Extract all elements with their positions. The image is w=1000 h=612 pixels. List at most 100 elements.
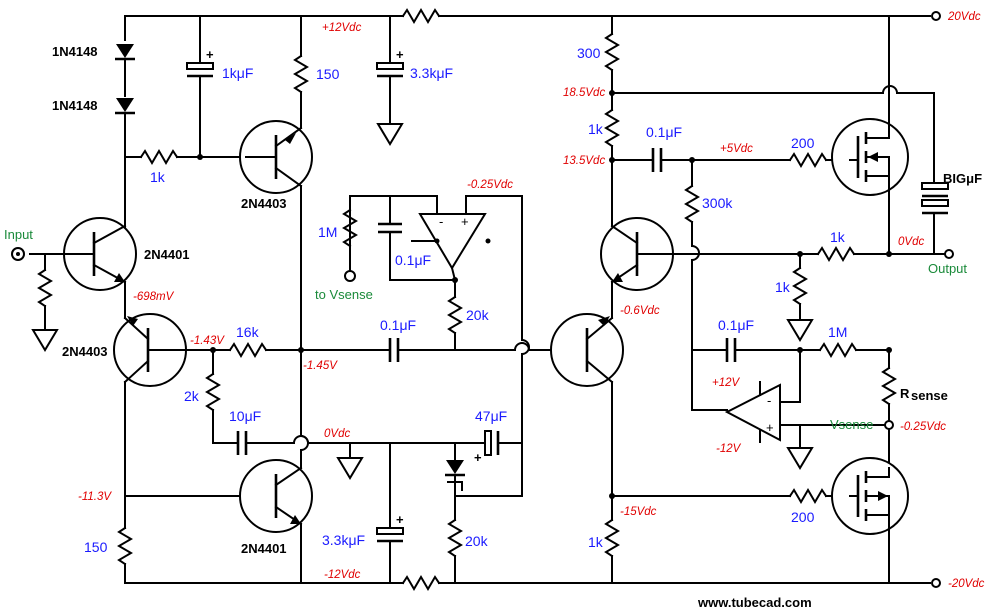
label-c1: 1kμF — [222, 65, 253, 81]
top-rail — [124, 8, 931, 24]
label-d1: 1N4148 — [52, 44, 98, 59]
mosfet-bottom — [831, 457, 909, 535]
transistor-q4 — [239, 459, 313, 533]
label-r1k-bot: 1k — [588, 534, 604, 550]
label-c10: BIGμF — [943, 171, 982, 186]
opamp-right — [724, 383, 781, 442]
resistor-1M-left — [342, 208, 358, 248]
label-vm025b: -0.25Vdc — [900, 421, 946, 433]
label-c3: 0.1μF — [395, 252, 431, 268]
bottom-rail — [124, 575, 931, 591]
resistor-input — [37, 268, 53, 308]
terminal-20v[interactable] — [931, 11, 941, 21]
output-terminal[interactable] — [944, 249, 954, 259]
label-r300: 300 — [577, 45, 601, 61]
resistor-16k — [228, 342, 268, 358]
label-q3: 2N4403 — [62, 344, 108, 359]
vsense-node-right[interactable] — [884, 420, 894, 430]
label-vm113: -11.3V — [78, 491, 112, 503]
label-r1M-left: 1M — [318, 224, 337, 240]
label-r1M-right: 1M — [828, 324, 847, 340]
label-d2: 1N4148 — [52, 98, 98, 113]
label-v185: 18.5Vdc — [563, 87, 605, 99]
label-r20k-b: 20k — [465, 533, 489, 549]
label-input: Input — [4, 227, 33, 242]
label-q1: 2N4401 — [144, 247, 190, 262]
label-vm15: -15Vdc — [620, 506, 657, 518]
ground-center — [336, 457, 364, 480]
label-v0out: 0Vdc — [898, 236, 924, 248]
label-c5: 10μF — [229, 408, 261, 424]
label-c9: 0.1μF — [718, 317, 754, 333]
svg-text:+: + — [396, 512, 404, 527]
ground-cap-top — [376, 123, 404, 146]
opamp-right-plus: + — [766, 420, 774, 435]
resistor-1k-bottom — [604, 518, 620, 558]
resistor-1k-mid — [604, 108, 620, 148]
label-q4: 2N4401 — [241, 541, 287, 556]
resistor-1M-right — [818, 342, 858, 358]
svg-text:+: + — [474, 450, 482, 465]
label-vm06: -0.6Vdc — [620, 305, 660, 317]
label-v135: 13.5Vdc — [563, 155, 605, 167]
opamp-right-minus: - — [767, 393, 771, 408]
resistor-300k — [684, 184, 700, 224]
label-r200b: 200 — [791, 509, 815, 525]
label-r1k-top: 1k — [150, 169, 166, 185]
resistor-20k-bottom — [447, 518, 463, 558]
label-q2: 2N4403 — [241, 196, 287, 211]
label-r150b: 150 — [84, 539, 108, 555]
resistor-150-top — [293, 54, 309, 94]
ground-input — [31, 329, 59, 352]
vsense-node-left[interactable] — [344, 270, 356, 282]
label-vm145: -1.45V — [303, 360, 338, 372]
ground-right-lower — [786, 447, 814, 470]
diode-d2 — [115, 98, 135, 115]
terminal-neg20v[interactable] — [931, 578, 941, 588]
label-v5: +5Vdc — [720, 143, 753, 155]
resistor-1k-out — [816, 246, 856, 262]
svg-text:+: + — [396, 47, 404, 62]
label-r1k-mid: 1k — [588, 121, 604, 137]
label-c4: 0.1μF — [380, 317, 416, 333]
label-c6: 47μF — [475, 408, 507, 424]
mosfet-top — [831, 118, 909, 196]
resistor-20k-top — [447, 295, 463, 335]
label-c7: 3.3kμF — [322, 532, 365, 548]
opamp-left-plus: + — [461, 214, 469, 229]
label-r16k: 16k — [236, 324, 260, 340]
label-website: www.tubecad.com — [697, 595, 812, 610]
label-r1k-sense: 1k — [775, 279, 791, 295]
ground-right-upper — [786, 319, 814, 342]
label-r20k-a: 20k — [466, 307, 490, 323]
resistor-rsense — [881, 366, 897, 406]
label-output: Output — [928, 261, 967, 276]
resistor-1k-sense — [792, 266, 808, 306]
label-c8: 0.1μF — [646, 124, 682, 140]
label-rail-neg20v: -20Vdc — [948, 578, 985, 590]
label-r200a: 200 — [791, 135, 815, 151]
label-rsense-sub: sense — [911, 388, 948, 403]
opamp-left-minus: - — [439, 214, 443, 229]
transistor-q6 — [550, 313, 624, 387]
label-oa-neg: -12V — [716, 443, 742, 455]
resistor-200-top — [788, 152, 828, 168]
label-v12: +12Vdc — [322, 22, 362, 34]
resistor-150-bottom — [117, 526, 133, 566]
label-to-vsense: to Vsense — [315, 287, 373, 302]
label-vm025a: -0.25Vdc — [467, 179, 513, 191]
label-vsense: Vsense — [830, 417, 873, 432]
resistor-300 — [604, 32, 620, 72]
resistor-200-bottom — [788, 488, 828, 504]
label-r2k: 2k — [184, 388, 200, 404]
resistor-2k — [205, 372, 221, 412]
label-c2: 3.3kμF — [410, 65, 453, 81]
label-rail-20v: 20Vdc — [947, 11, 981, 23]
svg-text:+: + — [206, 47, 214, 62]
label-vm143: -1.43V — [190, 335, 225, 347]
label-v0a: 0Vdc — [324, 428, 350, 440]
label-r1k-out: 1k — [830, 229, 846, 245]
label-oa-pos: +12V — [712, 377, 741, 389]
